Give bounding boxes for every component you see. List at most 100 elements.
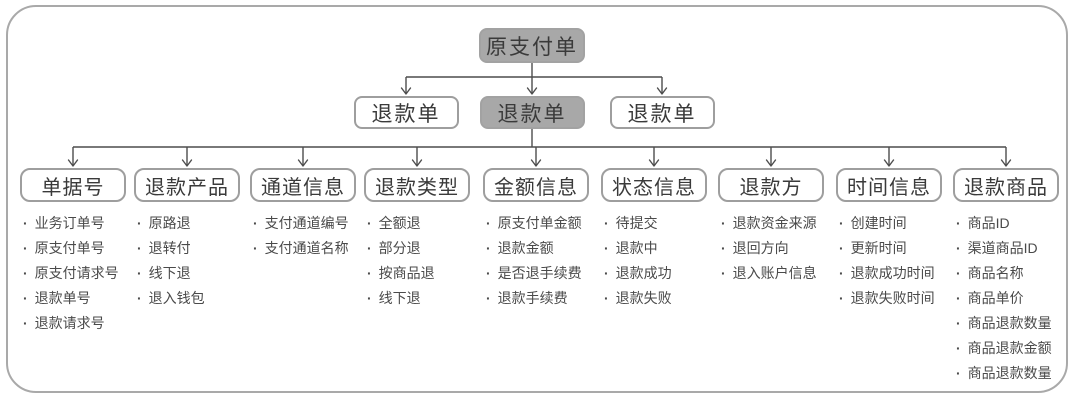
attribute-item: · 退款手续费 — [486, 285, 582, 310]
attribute-item: ·商品退款数量 — [956, 310, 1052, 335]
attribute-item-label: 退款成功 — [615, 264, 672, 281]
bullet-dot-icon: · — [23, 239, 28, 256]
bullet-dot-icon: · — [956, 214, 961, 231]
group-title-label: 通道信息 — [261, 176, 345, 199]
group-title-box-9: 退款商品 — [953, 168, 1059, 202]
attribute-item-label: 商品退款金额 — [967, 339, 1052, 356]
attribute-item-label: 商品名称 — [967, 264, 1024, 281]
attribute-item: · 退款请求号 — [23, 310, 119, 335]
attribute-item-label: 退款请求号 — [34, 314, 105, 331]
attribute-item: · 退入钱包 — [137, 285, 205, 310]
attribute-item: ·退转付 — [137, 235, 205, 260]
attribute-item-label: 原支付请求号 — [34, 264, 119, 281]
attribute-item: · 退款成功 — [604, 260, 672, 285]
bullet-dot-icon: · — [253, 239, 258, 256]
attribute-item: ·渠道商品ID — [956, 235, 1052, 260]
attribute-item-label: 退转付 — [148, 239, 191, 256]
group-title-box-2: 退款产品 — [134, 168, 240, 202]
bullet-dot-icon: · — [137, 264, 142, 281]
attribute-item-label: 创建时间 — [850, 214, 907, 231]
group-title-box-5: 金额信息 — [483, 168, 589, 202]
bullet-dot-icon: · — [721, 214, 726, 231]
bullet-dot-icon: · — [956, 339, 961, 356]
attribute-item-label: 全额退 — [378, 214, 421, 231]
attribute-item-label: 待提交 — [615, 214, 658, 231]
attribute-list-8: ·创建时间 · 更新时间 ·退款成功时间 · 退款失败时间 — [839, 210, 935, 310]
attribute-item: ·退款金额 — [486, 235, 582, 260]
attribute-item: ·是否退手续费 — [486, 260, 582, 285]
attribute-item-label: 按商品退 — [378, 264, 435, 281]
bullet-dot-icon: · — [23, 314, 28, 331]
attribute-item: ·原路退 — [137, 210, 205, 235]
attribute-item: · 商品退款金额 — [956, 335, 1052, 360]
attribute-item-label: 退款成功时间 — [850, 264, 935, 281]
group-title-label: 退款商品 — [964, 176, 1048, 199]
bullet-dot-icon: · — [367, 289, 372, 306]
group-title-label: 退款类型 — [375, 176, 459, 199]
group-title-box-8: 时间信息 — [836, 168, 942, 202]
attribute-item: ·退回方向 — [721, 235, 817, 260]
attribute-item: ·原支付单号 — [23, 235, 119, 260]
refund-order-node-label: 退款单 — [497, 101, 567, 126]
bullet-dot-icon: · — [486, 289, 491, 306]
attribute-item-label: 商品退款数量 — [967, 364, 1052, 381]
group-title-label: 状态信息 — [612, 176, 696, 199]
bullet-dot-icon: · — [137, 289, 142, 306]
group-title-label: 单据号 — [41, 176, 105, 199]
group-title-box-6: 状态信息 — [601, 168, 707, 202]
refund-order-node-label: 退款单 — [627, 101, 697, 126]
original-payment-node: 原支付单 — [479, 28, 585, 63]
attribute-list-4: ·全额退·部分退·按商品退·线下退 — [367, 210, 435, 310]
group-title-label: 时间信息 — [847, 176, 931, 199]
bullet-dot-icon: · — [253, 214, 258, 231]
attribute-item: ·支付通道名称 — [253, 235, 349, 260]
bullet-dot-icon: · — [956, 364, 961, 381]
bullet-dot-icon: · — [23, 264, 28, 281]
attribute-item: ·退款成功时间 — [839, 260, 935, 285]
bullet-dot-icon: · — [367, 264, 372, 281]
group-title-label: 金额信息 — [494, 176, 578, 199]
refund-order-node-3: 退款单 — [609, 96, 715, 129]
bullet-dot-icon: · — [956, 314, 961, 331]
bullet-dot-icon: · — [956, 264, 961, 281]
bullet-dot-icon: · — [721, 239, 726, 256]
attribute-list-7: ·退款资金来源·退回方向·退入账户信息 — [721, 210, 817, 285]
attribute-item: · 按商品退 — [367, 260, 435, 285]
attribute-item-label: 原路退 — [148, 214, 191, 231]
attribute-item: · 待提交 — [604, 210, 672, 235]
attribute-item: ·全额退 — [367, 210, 435, 235]
attribute-item: ·线下退 — [137, 260, 205, 285]
attribute-item: · 支付通道编号 — [253, 210, 349, 235]
bullet-dot-icon: · — [23, 214, 28, 231]
attribute-item-label: 退款单号 — [34, 289, 91, 306]
attribute-item-label: 退入账户信息 — [732, 264, 817, 281]
bullet-dot-icon: · — [367, 239, 372, 256]
attribute-item-label: 退款失败时间 — [850, 289, 935, 306]
attribute-item-label: 是否退手续费 — [497, 264, 582, 281]
attribute-list-6: ·待提交·退款中·退款成功·退款失败 — [604, 210, 672, 310]
bullet-dot-icon: · — [839, 239, 844, 256]
attribute-item: ·业务订单号 — [23, 210, 119, 235]
refund-order-node-2: 退款单 — [479, 96, 585, 129]
attribute-item: ·创建时间 — [839, 210, 935, 235]
bullet-dot-icon: · — [956, 289, 961, 306]
attribute-item: · 原支付请求号 — [23, 260, 119, 285]
group-title-box-3: 通道信息 — [250, 168, 356, 202]
attribute-item-label: 退款手续费 — [497, 289, 568, 306]
attribute-item-label: 支付通道编号 — [264, 214, 349, 231]
bullet-dot-icon: · — [839, 289, 844, 306]
group-title-box-4: 退款类型 — [364, 168, 470, 202]
attribute-list-3: · 支付通道编号 ·支付通道名称 — [253, 210, 349, 260]
attribute-item: ·退入账户信息 — [721, 260, 817, 285]
attribute-item-label: 商品单价 — [967, 289, 1024, 306]
bullet-dot-icon: · — [604, 214, 609, 231]
attribute-item-label: 退入钱包 — [148, 289, 205, 306]
bullet-dot-icon: · — [604, 264, 609, 281]
attribute-item: ·退款中 — [604, 235, 672, 260]
attribute-item: ·商品ID — [956, 210, 1052, 235]
refund-order-node-label: 退款单 — [371, 101, 441, 126]
attribute-item-label: 更新时间 — [850, 239, 907, 256]
attribute-item-label: 线下退 — [378, 289, 421, 306]
attribute-item-label: 退款金额 — [497, 239, 554, 256]
